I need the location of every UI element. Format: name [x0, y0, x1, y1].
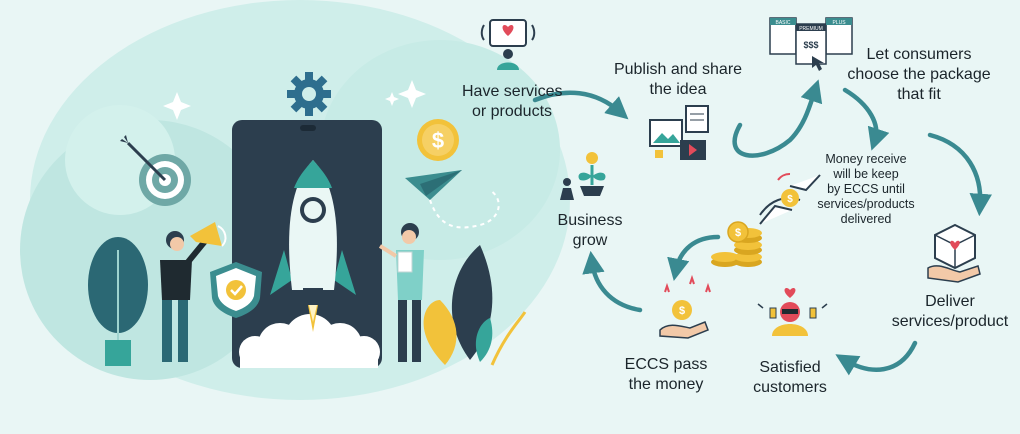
svg-text:$: $ — [787, 194, 793, 205]
hand-delivery-box-icon — [927, 223, 981, 283]
rocket-icon — [270, 160, 356, 332]
svg-text:$: $ — [735, 227, 741, 239]
man-with-megaphone-icon — [160, 222, 227, 362]
pricing-packages-icon: BASIC PREMIUM PLUS $$$ — [769, 17, 853, 71]
arrow-have-to-publish — [532, 90, 629, 120]
svg-text:$: $ — [432, 128, 444, 153]
growing-plant-coin-icon — [560, 152, 606, 200]
paper-plane-icon — [405, 170, 500, 229]
target-icon — [120, 135, 191, 206]
media-gallery-icon — [649, 105, 709, 160]
svg-text:PREMIUM: PREMIUM — [799, 26, 823, 32]
svg-text:BASIC: BASIC — [775, 20, 790, 26]
arrow-coins-to-pass — [667, 234, 721, 282]
leaves-icon — [423, 245, 527, 366]
arrow-publish-to-choose — [732, 79, 823, 158]
arrow-choose-to-deliver — [927, 132, 992, 217]
coin-stack-icon: $ — [711, 221, 762, 267]
hand-receiving-coin-icon: $ — [659, 274, 711, 339]
presenter-heart-icon — [480, 19, 536, 70]
process-arrows — [532, 79, 992, 376]
gear-icon — [287, 72, 331, 116]
arrow-pass-to-grow — [582, 250, 643, 313]
sparkle-icon — [163, 80, 426, 120]
svg-text:$: $ — [679, 305, 685, 317]
potted-plant-icon — [88, 237, 148, 366]
svg-text:$$$: $$$ — [803, 40, 818, 50]
hand-coin-exchange-icon: $ — [759, 173, 821, 225]
dollar-coin-icon: $ — [417, 119, 459, 161]
happy-customer-thumbs-icon — [757, 287, 828, 336]
shield-check-icon — [210, 262, 262, 318]
presenter-with-paper-icon — [378, 223, 424, 362]
svg-text:PLUS: PLUS — [832, 20, 846, 26]
arrow-deliver-to-satisfied — [835, 340, 918, 376]
arrow-choose-to-escrow — [842, 87, 890, 151]
